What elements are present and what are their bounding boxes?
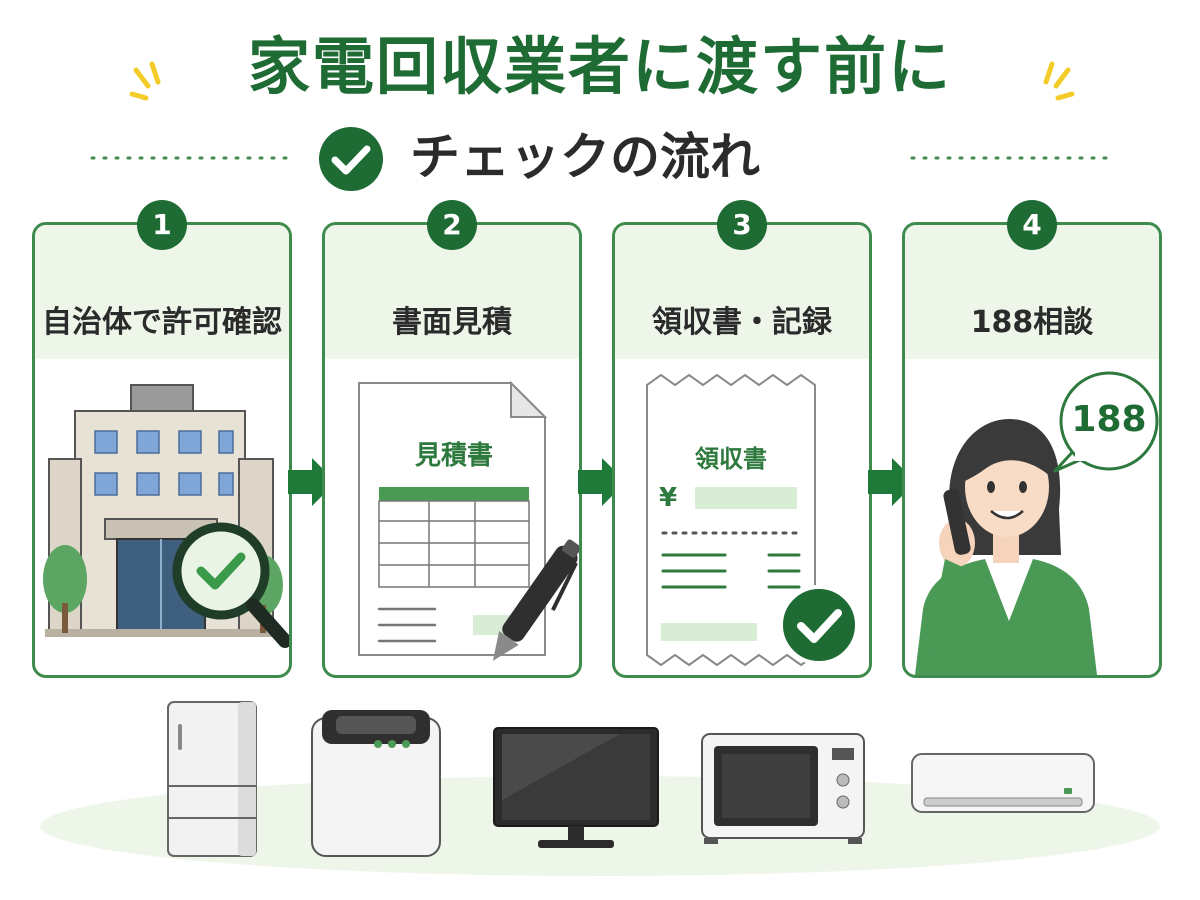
step-card-4: 188相談 188 (902, 222, 1162, 678)
phone-person-icon (915, 371, 1159, 675)
check-icon (779, 585, 859, 665)
speech-bubble-number: 188 (1071, 399, 1147, 440)
step-label: 自治体で許可確認 (42, 305, 282, 340)
receipt-icon (646, 374, 816, 666)
step-label: 領収書・記録 (652, 305, 832, 340)
refrigerator-icon (167, 701, 257, 857)
air-conditioner-icon (911, 753, 1095, 813)
television-icon (493, 727, 659, 848)
document-icon (358, 380, 548, 656)
receipt-illustration: 領収書 ¥ (615, 359, 869, 675)
step-number-badge: 4 (1007, 200, 1057, 250)
sparkle-right-icon (1043, 61, 1075, 101)
appliances-illustration (40, 701, 1160, 876)
microwave-icon (701, 733, 865, 844)
subtitle-row: チェックの流れ (0, 120, 1200, 195)
document-illustration: 見積書 (325, 359, 579, 675)
washing-machine-icon (311, 710, 441, 857)
building-icon (43, 384, 289, 648)
step-label: 188相談 (970, 305, 1094, 340)
check-icon (319, 127, 383, 191)
step-card-2: 書面見積 見積書 (322, 222, 582, 678)
subtitle: チェックの流れ (410, 128, 760, 186)
step-number-badge: 3 (717, 200, 767, 250)
step-card-1: 自治体で許可確認 (32, 222, 292, 678)
document-title: 見積書 (414, 441, 493, 471)
currency-symbol: ¥ (659, 483, 678, 513)
dotted-divider-right (910, 156, 1110, 160)
dotted-divider-left (90, 156, 290, 160)
step-card-3: 領収書・記録 領収書 ¥ (612, 222, 872, 678)
receipt-title: 領収書 (695, 445, 767, 473)
sparkle-left-icon (129, 61, 161, 101)
step-number-badge: 1 (137, 200, 187, 250)
step-label: 書面見積 (392, 305, 512, 340)
page-title: 家電回収業者に渡す前に (247, 30, 952, 103)
step-number-badge: 2 (427, 200, 477, 250)
phone-consultation-illustration: 188 (905, 359, 1159, 675)
pen-icon (492, 539, 579, 661)
